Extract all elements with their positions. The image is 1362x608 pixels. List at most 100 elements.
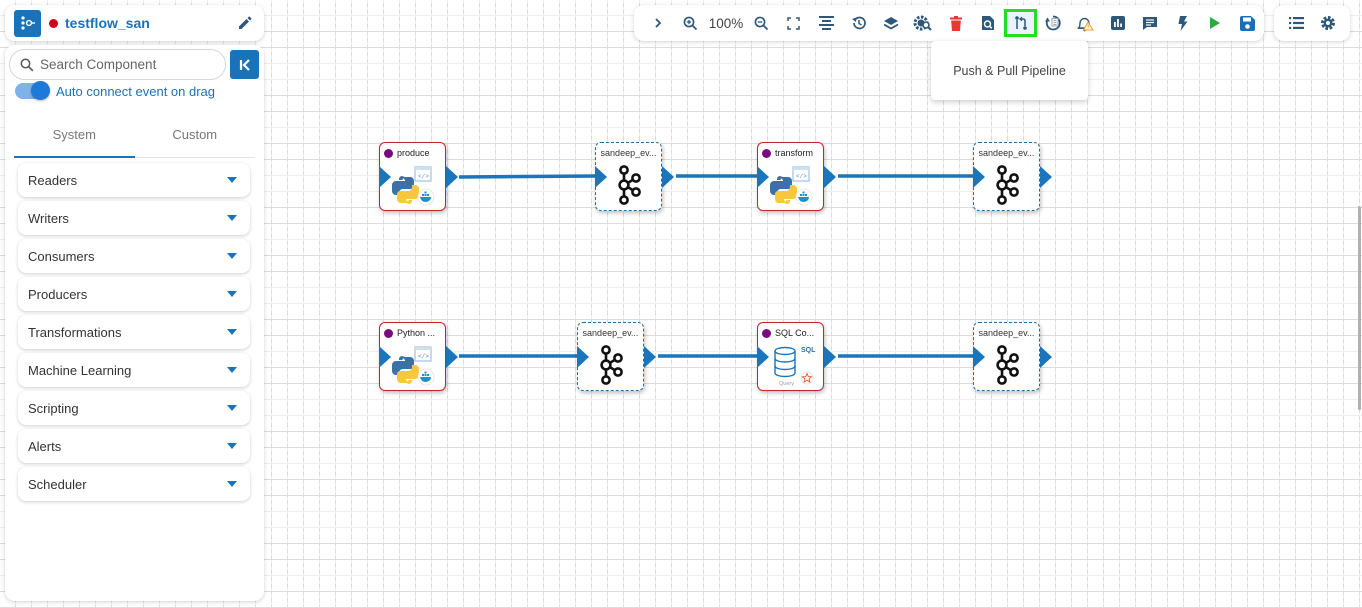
auto-connect-toggle[interactable]: [15, 81, 50, 100]
python-docker-icon: </>: [758, 163, 823, 206]
node-transform[interactable]: transform </>: [757, 142, 836, 211]
node-title: sandeep_ev...: [974, 148, 1039, 158]
search-component-button[interactable]: [972, 9, 1004, 37]
caret-down-icon: [227, 367, 237, 373]
output-port[interactable]: [446, 346, 458, 368]
output-port[interactable]: [662, 166, 674, 188]
search-document-icon: [982, 16, 995, 30]
component-settings-button[interactable]: [907, 9, 939, 37]
node-title-text: sandeep_ev...: [600, 148, 657, 158]
caret-down-icon: [227, 215, 237, 221]
restore-button[interactable]: [1037, 9, 1069, 37]
node-event-4[interactable]: sandeep_ev...: [973, 322, 1052, 391]
kafka-icon: [974, 163, 1039, 206]
input-port[interactable]: [757, 166, 769, 188]
vertical-scrollbar[interactable]: [1358, 206, 1361, 410]
list-button[interactable]: [1280, 9, 1312, 37]
category-writers[interactable]: Writers: [18, 201, 250, 235]
tab-system[interactable]: System: [14, 120, 135, 158]
input-port[interactable]: [577, 346, 589, 368]
category-scheduler[interactable]: Scheduler: [18, 467, 250, 501]
input-port[interactable]: [973, 166, 985, 188]
status-dot: [384, 148, 393, 158]
tab-custom[interactable]: Custom: [172, 127, 218, 142]
push-pull-tooltip: Push & Pull Pipeline: [931, 41, 1088, 100]
output-port[interactable]: [644, 346, 656, 368]
auto-connect-label: Auto connect event on drag: [56, 83, 216, 99]
lightning-icon: [1178, 15, 1188, 31]
category-alerts[interactable]: Alerts: [18, 429, 250, 463]
node-python[interactable]: Python ... </>: [379, 322, 458, 391]
input-port[interactable]: [595, 166, 607, 188]
gear-search-icon: [913, 15, 933, 31]
status-dot: [762, 328, 771, 338]
output-port[interactable]: [824, 166, 836, 188]
push-pull-pipeline-button[interactable]: [1004, 9, 1037, 37]
align-button[interactable]: [810, 9, 842, 37]
search-input[interactable]: [40, 57, 210, 72]
category-transformations[interactable]: Transformations: [18, 315, 250, 349]
output-port[interactable]: [1040, 346, 1052, 368]
alerts-button[interactable]: [1069, 9, 1101, 37]
search-box: [9, 49, 226, 80]
node-title: sandeep_ev...: [974, 328, 1039, 338]
component-tabs: System Custom: [14, 120, 255, 158]
zoom-out-button[interactable]: [745, 9, 777, 37]
gear-icon: [1320, 15, 1336, 31]
history-icon: [851, 16, 866, 30]
fit-screen-button[interactable]: [778, 9, 810, 37]
list-icon: [1288, 17, 1304, 29]
run-button[interactable]: [1199, 9, 1231, 37]
input-port[interactable]: [379, 166, 391, 188]
collapse-sidebar-button[interactable]: [230, 50, 259, 79]
node-event-1[interactable]: sandeep_ev...: [595, 142, 674, 211]
secondary-toolbar: [1274, 5, 1350, 41]
node-title: transform: [762, 148, 813, 158]
bar-chart-icon: [1110, 16, 1125, 30]
category-scripting[interactable]: Scripting: [18, 391, 250, 425]
version-history-button[interactable]: [842, 9, 874, 37]
category-label: Readers: [28, 172, 78, 188]
save-icon: [1239, 15, 1255, 31]
activate-button[interactable]: [1166, 9, 1198, 37]
category-label: Consumers: [28, 248, 95, 264]
zoom-in-button[interactable]: [674, 9, 706, 37]
category-machine-learning[interactable]: Machine Learning: [18, 353, 250, 387]
edge-produce-to-event[interactable]: [458, 174, 597, 179]
node-title: produce: [384, 148, 430, 158]
monitor-button[interactable]: [1102, 9, 1134, 37]
align-center-icon: [818, 16, 834, 30]
layers-button[interactable]: [875, 9, 907, 37]
expand-toolbar-button[interactable]: [642, 9, 674, 37]
zoom-in-icon: [683, 16, 698, 30]
edit-button[interactable]: [235, 13, 255, 33]
pipeline-header: testflow_san: [5, 5, 264, 41]
delete-button[interactable]: [940, 9, 972, 37]
category-label: Transformations: [28, 324, 122, 340]
bell-warning-icon: [1077, 17, 1095, 31]
output-port[interactable]: [446, 166, 458, 188]
input-port[interactable]: [757, 346, 769, 368]
input-port[interactable]: [973, 346, 985, 368]
node-sql[interactable]: SQL Co... SQL Query: [757, 322, 836, 391]
input-port[interactable]: [379, 346, 391, 368]
save-button[interactable]: [1231, 9, 1263, 37]
category-label: Producers: [28, 286, 88, 302]
node-event-3[interactable]: sandeep_ev...: [577, 322, 656, 391]
status-dot: [49, 18, 58, 28]
category-readers[interactable]: Readers: [18, 163, 250, 197]
caret-down-icon: [227, 253, 237, 259]
output-port[interactable]: [1040, 166, 1052, 188]
pipeline-logo-icon[interactable]: [14, 9, 41, 37]
logs-button[interactable]: [1134, 9, 1166, 37]
node-event-2[interactable]: sandeep_ev...: [973, 142, 1052, 211]
category-producers[interactable]: Producers: [18, 277, 250, 311]
node-title: sandeep_ev...: [596, 148, 661, 158]
node-produce[interactable]: produce </>: [379, 142, 458, 211]
category-consumers[interactable]: Consumers: [18, 239, 250, 273]
output-port[interactable]: [824, 346, 836, 368]
node-title: SQL Co...: [762, 328, 814, 338]
settings-button[interactable]: [1312, 9, 1344, 37]
sql-badge: SQL: [801, 347, 816, 354]
search-icon: [20, 58, 34, 71]
